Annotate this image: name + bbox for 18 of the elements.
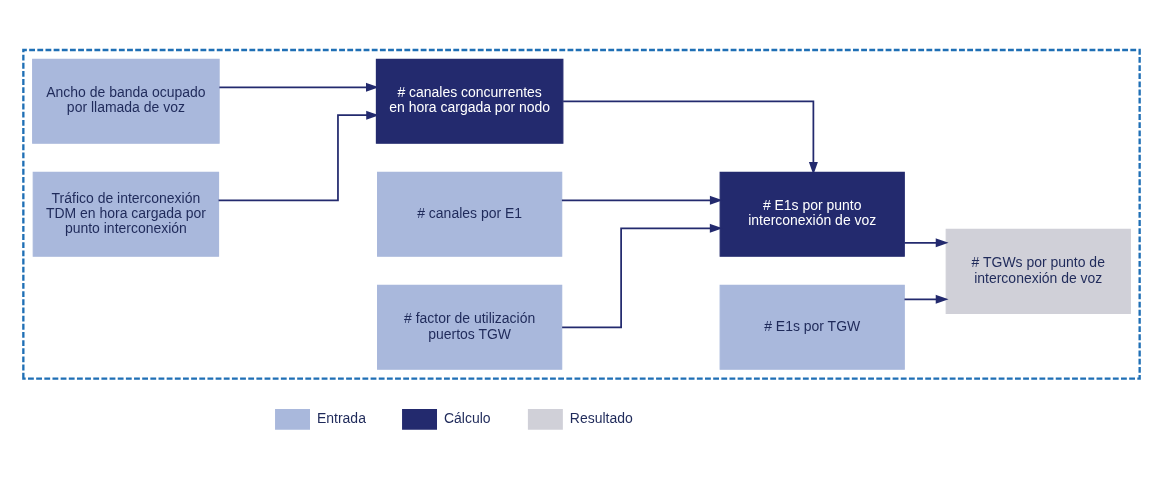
node-box: # E1s por TGW <box>719 284 905 370</box>
arrow <box>562 99 818 175</box>
node-box: # canales concurrentes en hora cargada por nodo <box>375 58 564 144</box>
cluster <box>22 48 1141 380</box>
legend-label: Cálculo <box>444 409 491 426</box>
node-box: # TGWs por punto de interconexión de voz <box>945 228 1131 314</box>
node-box: # canales por E1 <box>377 171 563 257</box>
arrow <box>561 195 723 205</box>
arrow <box>903 237 949 247</box>
arrow <box>218 82 379 92</box>
node-box: # factor de utilización puertos TGW <box>377 284 563 370</box>
node-box: Ancho de banda ocupado por llamada de voz <box>32 58 220 144</box>
arrow <box>561 223 723 328</box>
arrow <box>903 294 949 304</box>
node-box: Tráfico de interconexión TDM en hora cargada por punto interconexión <box>32 171 220 257</box>
node-box: # E1s por punto interconexión de voz <box>719 171 905 257</box>
legend-label: Entrada <box>316 409 366 426</box>
legend-label: Resultado <box>569 409 633 426</box>
